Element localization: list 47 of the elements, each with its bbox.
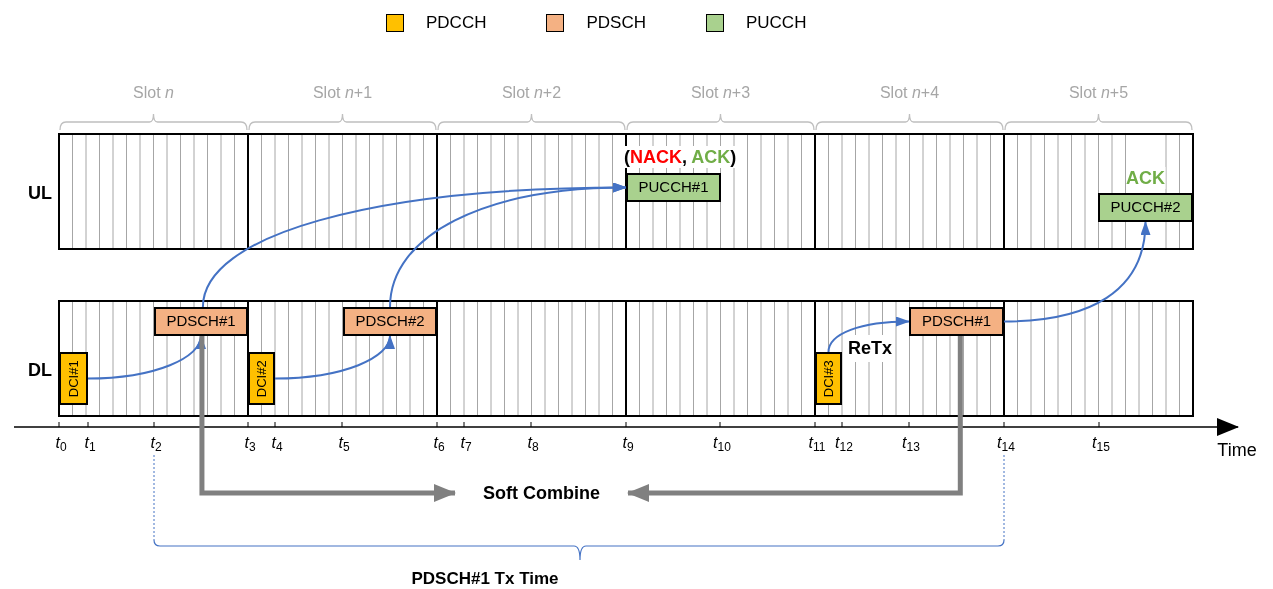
arrow — [274, 335, 393, 380]
time-tick-label: t$_{0}$ — [55, 433, 67, 455]
legend-label: PDSCH — [586, 12, 646, 34]
axis-label: Time — [1217, 438, 1257, 462]
arrow — [389, 182, 627, 308]
time-tick-label: t$_{3}$ — [244, 433, 256, 455]
pdsch-block: PDSCH#2 — [343, 307, 437, 336]
time-tick-label: t$_{2}$ — [150, 433, 162, 455]
ack-status-label: (NACK, ACK) — [624, 146, 737, 168]
bracket-label: PDSCH#1 Tx Time — [411, 568, 559, 589]
time-tick-label: t$_{7}$ — [460, 433, 472, 455]
edge-label: ReTx — [847, 335, 893, 362]
slot-label: Slot n+4 — [879, 83, 940, 103]
time-tick-label: t$_{8}$ — [527, 433, 539, 455]
legend-label: PDCCH — [426, 12, 487, 34]
arrow — [199, 336, 456, 502]
slot-label: Slot n+2 — [501, 83, 562, 103]
time-tick-label: t$_{6}$ — [433, 433, 445, 455]
arrow — [827, 316, 910, 353]
dci-block: DCI#3 — [815, 352, 842, 405]
ack-status-label: ACK — [1126, 167, 1165, 189]
time-tick-label: t$_{14}$ — [997, 433, 1015, 455]
dci-block: DCI#1 — [59, 352, 88, 405]
time-tick-label: t$_{11}$ — [808, 433, 826, 455]
arrow — [1003, 221, 1150, 323]
slot-label: Slot n+5 — [1068, 83, 1129, 103]
pdsch-block: PDSCH#1 — [154, 307, 248, 336]
time-tick-label: t$_{13}$ — [902, 433, 920, 455]
time-tick-label: t$_{10}$ — [713, 433, 731, 455]
slot-label: Slot n+1 — [312, 83, 373, 103]
pdsch-block: PDSCH#1 — [909, 307, 1004, 336]
pucch-block: PUCCH#2 — [1098, 193, 1193, 222]
time-tick-label: t$_{1}$ — [84, 433, 96, 455]
row-label: UL — [28, 181, 52, 205]
slot-label: Slot n+3 — [690, 83, 751, 103]
slot-label: Slot n — [133, 83, 174, 103]
legend-label: PUCCH — [745, 12, 807, 34]
time-tick-label: t$_{12}$ — [835, 433, 853, 455]
time-tick-label: t$_{4}$ — [271, 433, 283, 455]
arrow — [627, 336, 963, 502]
combine-label: Soft Combine — [455, 479, 628, 507]
time-tick-label: t$_{9}$ — [622, 433, 634, 455]
pucch-block: PUCCH#1 — [626, 173, 721, 202]
time-tick-label: t$_{15}$ — [1092, 433, 1110, 455]
dci-block: DCI#2 — [248, 352, 275, 405]
time-tick-label: t$_{5}$ — [338, 433, 350, 455]
row-label: DL — [28, 358, 52, 382]
